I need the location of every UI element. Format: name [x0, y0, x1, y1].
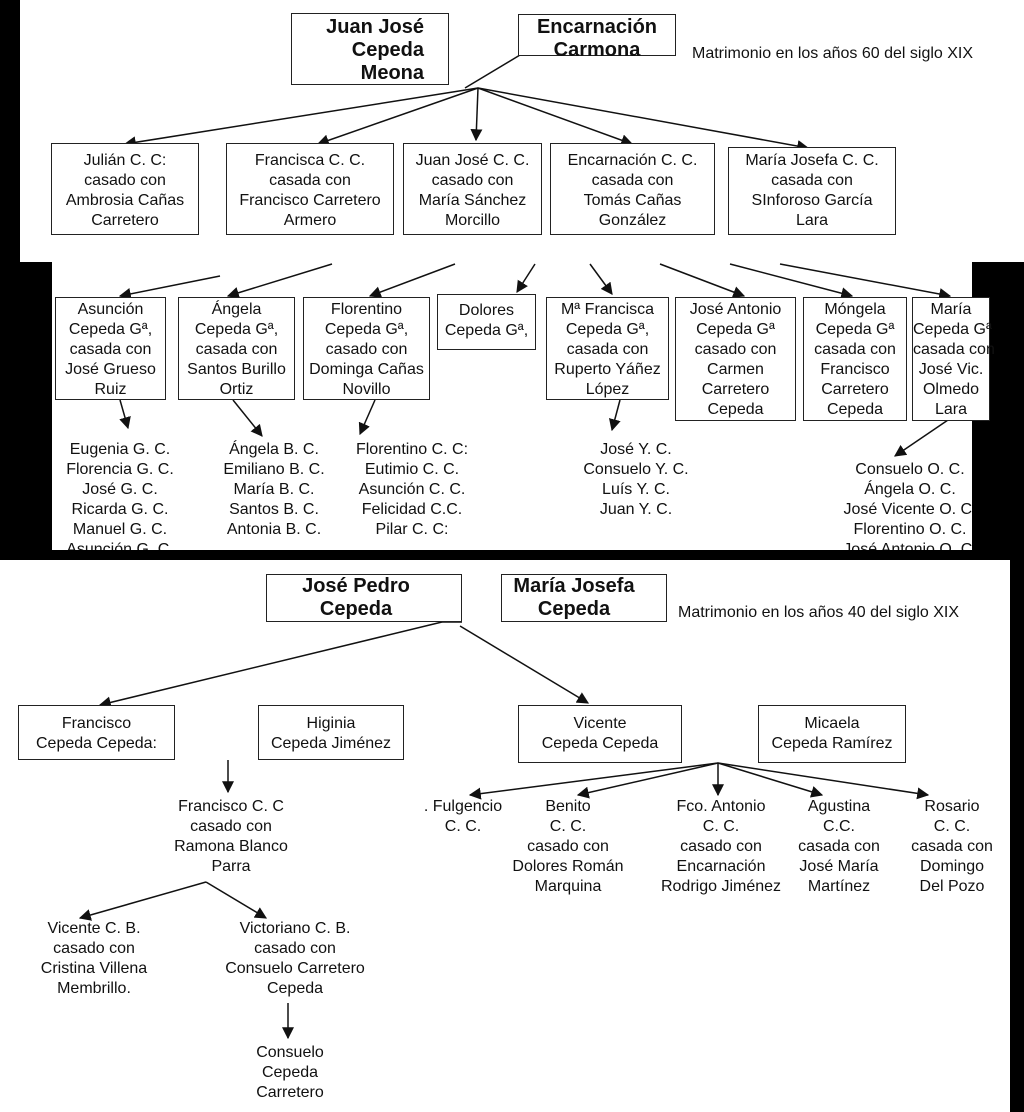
- arrow-grandchild-4: [516, 263, 536, 294]
- parent-name-juan-jose: Juan José Cepeda Meona: [326, 16, 424, 84]
- arrow-grandchild-8: [779, 263, 952, 300]
- parent-name-encarnacion: Encarnación Carmona: [536, 16, 658, 61]
- arrow-vchild-2: [576, 762, 719, 799]
- arrow-grandson-1: [78, 881, 207, 921]
- arrow-vchild-4: [717, 762, 824, 798]
- parent-name-maria-josefa: María Josefa Cepeda: [513, 575, 635, 620]
- arrow-desc-4: [608, 399, 621, 432]
- descendant-list-canas: Florentino C. C:Eutimio C. C. Asunción C…: [355, 441, 469, 538]
- parent-box-jose-pedro: [266, 574, 462, 622]
- arrow-grandchild-5: [589, 263, 613, 295]
- child-box-francisca: Francisca C. C.casada con Francisco Carr…: [226, 143, 394, 235]
- descendant-list-yanez: José Y. C.Consuelo Y. C. Luís Y. C.Juan …: [583, 441, 689, 518]
- parent-box-encarnacion: [518, 14, 676, 56]
- arrow-couple-2: [459, 625, 590, 704]
- arrow-desc-3: [358, 399, 376, 436]
- arrow-grandchild-3: [368, 263, 456, 298]
- descendant-list-olmedo: Consuelo O. C.Ángela O. C. José Vicente …: [843, 461, 972, 550]
- arrow-child-1: [123, 87, 479, 149]
- arrow-grandchild-7: [729, 263, 854, 300]
- grandson-vicente-c-b: Vicente C. B.casado con Cristina Villena…: [40, 920, 148, 997]
- arrow-desc-2: [232, 399, 263, 437]
- arrow-couple-1: [98, 621, 443, 709]
- parent-box-juan-jose: [291, 13, 449, 85]
- arrow-child-2: [316, 87, 479, 147]
- child-box-maria-josefa: María Josefa C. C.casada con SInforoso G…: [728, 147, 896, 235]
- marriage-note-1: Matrimonio en los años 60 del siglo XIX: [692, 45, 974, 62]
- panel-bottom: [0, 560, 1010, 1112]
- arrow-child-4: [477, 87, 634, 146]
- descendants-clip: Eugenia G. C.Florencia G. C. José G. C.R…: [52, 262, 972, 550]
- arrow-grandchild-1: [118, 275, 221, 300]
- arrow-grandson-2: [205, 881, 268, 919]
- arrow-vchild-1: [468, 762, 719, 800]
- descendant-list-grueso: Eugenia G. C.Florencia G. C. José G. C.R…: [66, 441, 174, 550]
- arrow-grandchild-6: [659, 263, 746, 298]
- grandson-victoriano-c-b: Victoriano C. B.casado con Consuelo Carr…: [225, 920, 365, 997]
- marriage-note-2: Matrimonio en los años 40 del siglo XIX: [678, 604, 960, 621]
- arrow-desc-1: [119, 399, 131, 430]
- arrow-vchild-5: [717, 762, 930, 800]
- parent-name-jose-pedro: José Pedro Cepeda: [302, 575, 410, 620]
- parent-box-maria-josefa: [501, 574, 667, 622]
- connector-parent-link: [464, 54, 521, 89]
- arrow-grandchild-2: [226, 263, 333, 299]
- arrow-child-3: [470, 87, 483, 142]
- arrow-child-5: [477, 87, 810, 152]
- descendant-list-burillo: Ángela B. C.Emiliano B. C. María B. C.Sa…: [223, 441, 325, 538]
- arrow-desc-5: [894, 419, 949, 457]
